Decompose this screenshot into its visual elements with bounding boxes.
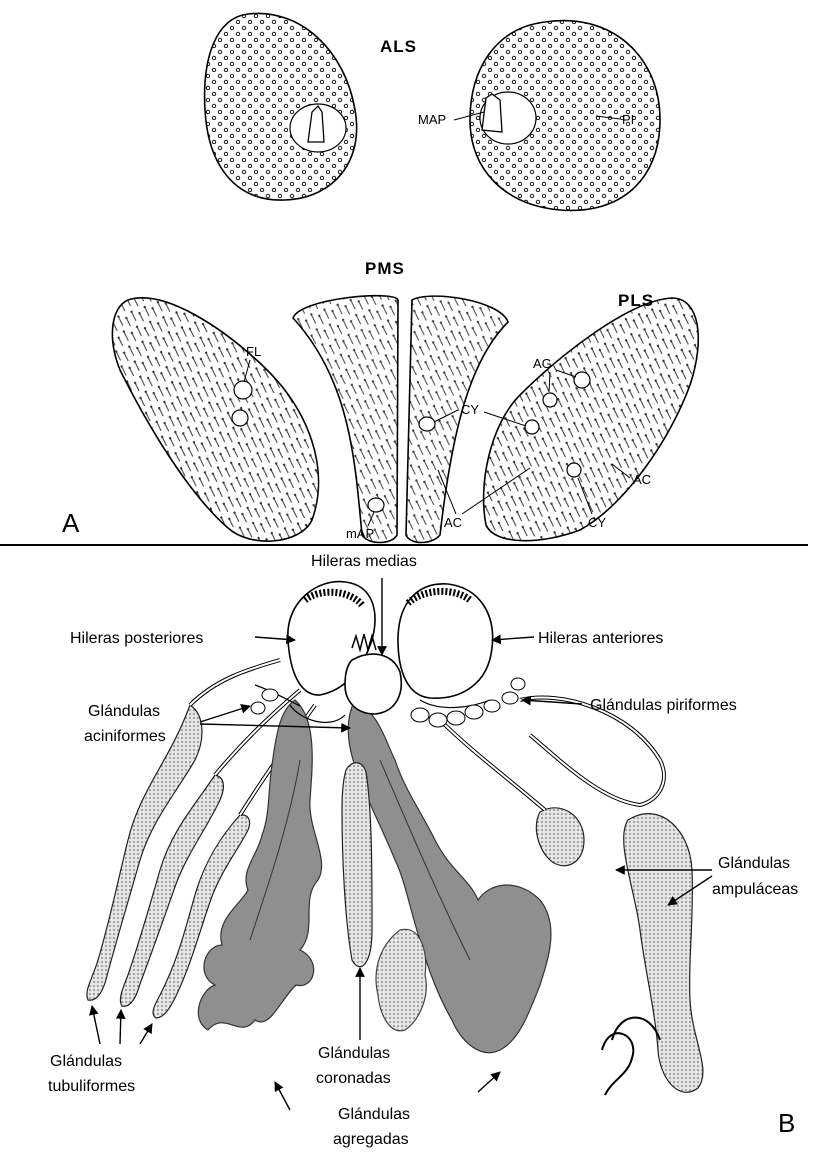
label-hileras-medias: Hileras medias <box>311 553 417 570</box>
label-pms: PMS <box>365 259 405 278</box>
arrow-aciniformes-2 <box>200 724 350 728</box>
arrow-tubuliformes-2 <box>120 1010 121 1044</box>
label-ac-2: AC <box>444 515 462 530</box>
arrow-agregadas-1 <box>275 1082 290 1110</box>
label-map-minor: mAP <box>346 526 374 541</box>
aggregate-glands <box>198 700 551 1053</box>
label-coronadas-1: Glándulas <box>318 1045 390 1062</box>
label-map: MAP <box>418 112 446 127</box>
arrow-aciniformes-1 <box>200 706 250 722</box>
arrow-hileras-anteriores <box>492 637 534 640</box>
arrow-tubuliformes-3 <box>140 1024 152 1044</box>
label-pi: PI <box>622 112 634 127</box>
label-cy-2: CY <box>588 515 606 530</box>
als-left-spinneret <box>205 13 357 200</box>
label-tubuliformes-2: tubuliformes <box>48 1078 135 1095</box>
label-hileras-anteriores: Hileras anteriores <box>538 630 663 647</box>
label-ampulaceas-1: Glándulas <box>718 855 790 872</box>
panel-letter-a: A <box>62 508 80 538</box>
arrow-tubuliformes-1 <box>92 1006 100 1044</box>
label-cy-1: CY <box>461 402 479 417</box>
label-pls: PLS <box>618 291 654 310</box>
label-aciniformes-1: Glándulas <box>88 703 160 720</box>
label-als: ALS <box>380 37 417 56</box>
label-agregadas-2: agregadas <box>333 1131 409 1148</box>
label-ampulaceas-2: ampuláceas <box>712 881 798 898</box>
panel-letter-b: B <box>778 1108 795 1138</box>
label-hileras-posteriores: Hileras posteriores <box>70 630 203 647</box>
label-tubuliformes-1: Glándulas <box>50 1053 122 1070</box>
pls-left-spinneret <box>112 298 318 541</box>
panel-a: ALS MAP PI PMS FL <box>62 13 698 542</box>
label-fl: FL <box>246 344 261 359</box>
panel-b: Hileras medias Hileras posteriores Hiler… <box>48 553 798 1148</box>
pls-right-spinneret <box>484 298 699 541</box>
label-ag: AG <box>533 356 552 371</box>
arrow-agregadas-2 <box>478 1072 500 1092</box>
label-ac-1: AC <box>633 472 651 487</box>
label-aciniformes-2: aciniformes <box>84 728 166 745</box>
label-agregadas-1: Glándulas <box>338 1106 410 1123</box>
label-glandulas-piriformes: Glándulas piriformes <box>590 697 737 714</box>
label-coronadas-2: coronadas <box>316 1070 391 1087</box>
